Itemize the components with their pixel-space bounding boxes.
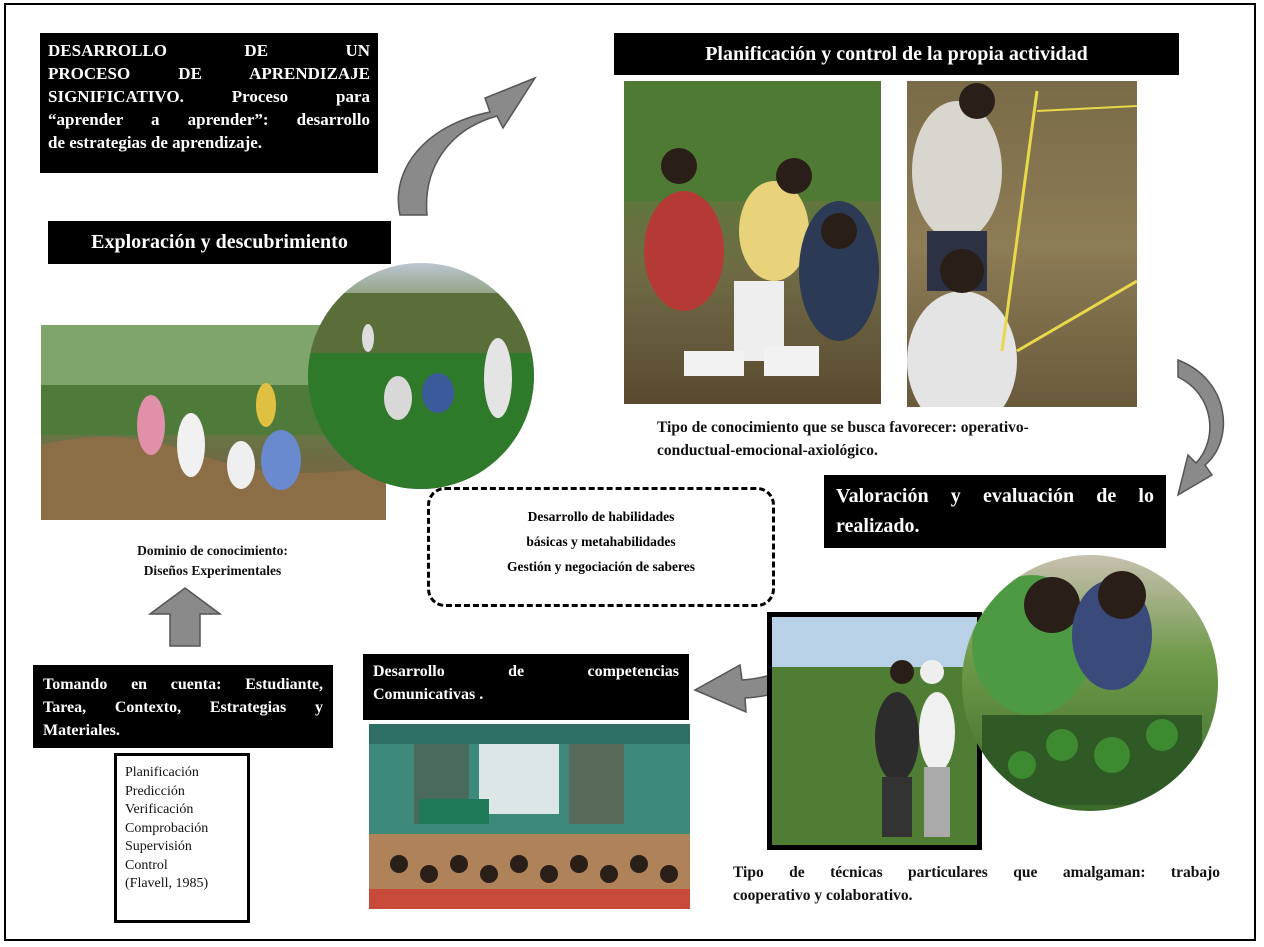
- arrow-up-icon: [148, 587, 222, 647]
- box-line: SIGNIFICATIVO. Proceso para: [48, 87, 370, 106]
- photo-students-measuring: [907, 81, 1137, 407]
- list-item: Planificación: [125, 765, 199, 780]
- list-item: Comprobación: [125, 820, 209, 836]
- box-exploracion-title: Exploración y descubrimiento: [48, 221, 391, 264]
- box-line: de estrategias de aprendizaje.: [48, 133, 263, 152]
- list-item: Verificación: [125, 802, 194, 817]
- planificacion-title-text: Planificación y control de la propia act…: [705, 43, 1088, 65]
- circle-photo-plant-work: [962, 555, 1218, 811]
- caption-line: Tipo de conocimiento que se busca favore…: [657, 419, 1029, 436]
- caption-line: Diseños Experimentales: [143, 563, 282, 578]
- list-item: Supervisión: [125, 839, 192, 854]
- caption-line: Tipo de técnicas particulares que amalga…: [733, 864, 1220, 881]
- photo-students-field-samples: [624, 81, 881, 404]
- exploracion-title-text: Exploración y descubrimiento: [91, 231, 348, 253]
- list-item: Control: [125, 857, 168, 873]
- box-tomando-en-cuenta: Tomando en cuenta: Estudiante, Tarea, Co…: [33, 665, 333, 748]
- center-box-line: básicas y metahabilidades: [526, 534, 676, 549]
- caption-tecnicas: Tipo de técnicas particulares que amalga…: [733, 861, 1220, 907]
- caption-dominio: Dominio de conocimiento: Diseños Experim…: [100, 541, 325, 581]
- caption-line: conductual-emocional-axiológico.: [657, 442, 878, 459]
- box-line: Valoración y evaluación de lo: [836, 485, 1154, 507]
- box-planificacion-title: Planificación y control de la propia act…: [614, 33, 1179, 75]
- list-item: Predicción: [125, 783, 185, 799]
- curved-arrow-up-right-icon: [397, 76, 537, 216]
- box-line: Materiales.: [43, 722, 120, 739]
- box-line: Desarrollo de competencias: [373, 663, 679, 680]
- caption-line: cooperativo y colaborativo.: [733, 887, 913, 904]
- list-citation: (Flavell, 1985): [125, 876, 209, 891]
- box-line: Comunicativas .: [373, 686, 484, 703]
- box-aprendizaje-significativo: DESARROLLO DE UN PROCESO DE APRENDIZAJE …: [40, 33, 378, 173]
- photo-auditorium-presentation: [369, 724, 690, 909]
- box-line: “aprender a aprender”: desarrollo: [48, 110, 370, 129]
- page-frame: [4, 3, 1256, 941]
- box-line: Tarea, Contexto, Estrategias y: [43, 699, 323, 716]
- caption-line: Dominio de conocimiento:: [137, 543, 288, 558]
- center-dashed-box: Desarrollo de habilidades básicas y meta…: [427, 487, 775, 607]
- circle-photo-field-group: [308, 263, 534, 489]
- box-line: realizado.: [836, 515, 920, 537]
- photo-field-interview: [767, 612, 982, 850]
- box-line: Tomando en cuenta: Estudiante,: [43, 676, 323, 693]
- box-line: PROCESO DE APRENDIZAJE: [48, 64, 370, 83]
- center-box-line: Desarrollo de habilidades: [527, 509, 675, 524]
- metacognition-list-box: Planificación Predicción Verificación Co…: [114, 753, 250, 923]
- caption-tipo-conocimiento: Tipo de conocimiento que se busca favore…: [657, 416, 1137, 462]
- box-line: DESARROLLO DE UN: [48, 41, 370, 60]
- box-competencias: Desarrollo de competencias Comunicativas…: [363, 654, 689, 720]
- curved-arrow-down-icon: [1176, 358, 1225, 497]
- box-valoracion: Valoración y evaluación de lo realizado.: [824, 475, 1166, 548]
- center-box-line: Gestión y negociación de saberes: [507, 559, 695, 574]
